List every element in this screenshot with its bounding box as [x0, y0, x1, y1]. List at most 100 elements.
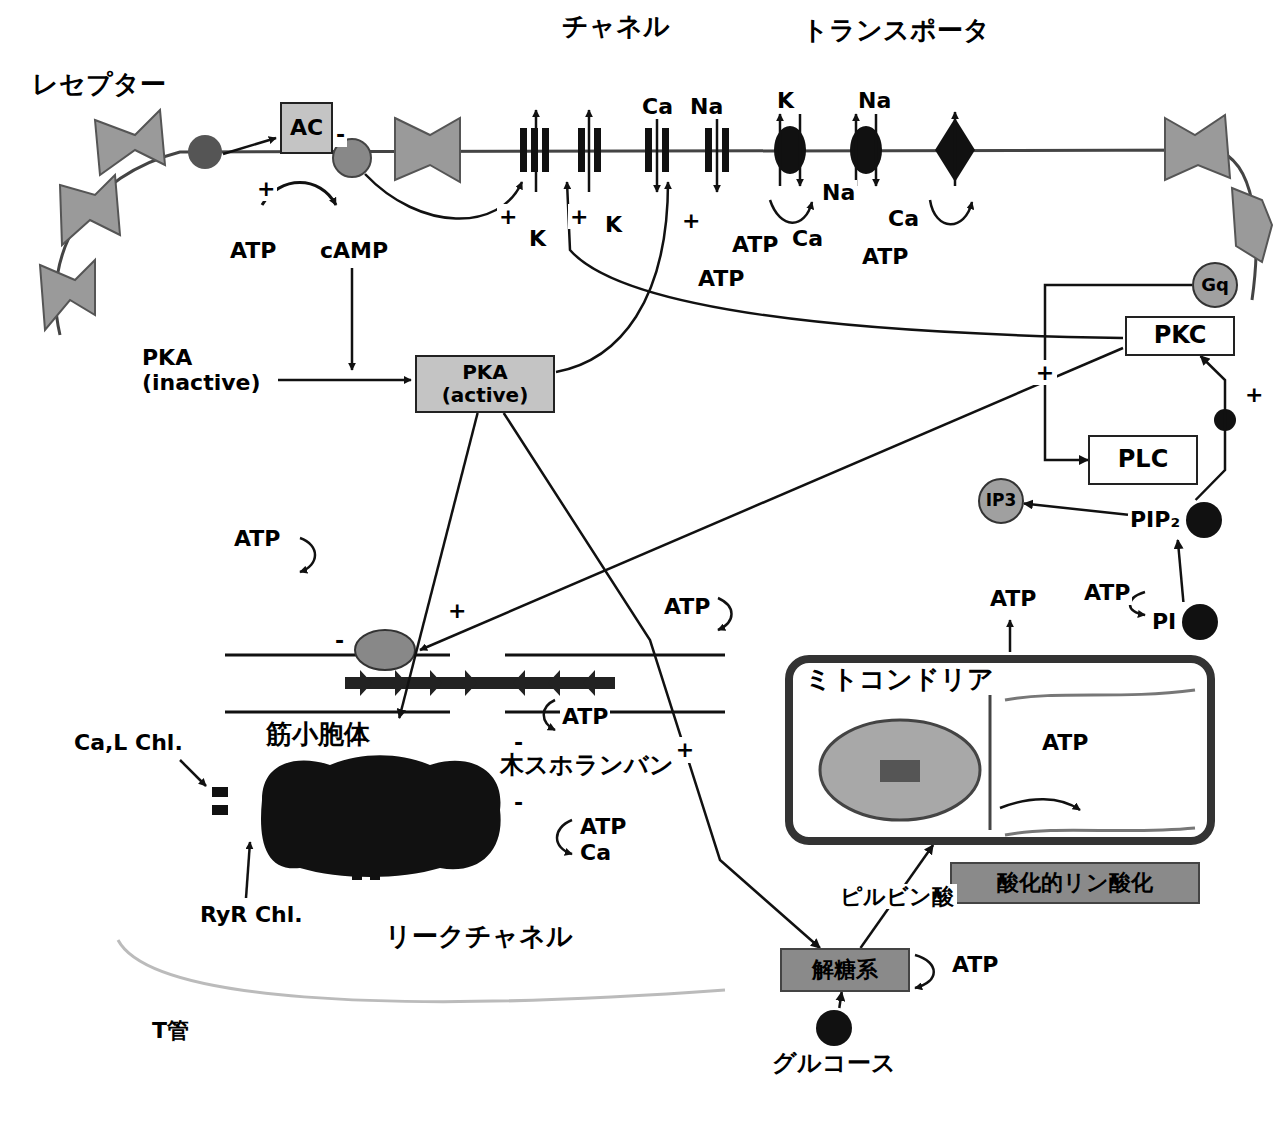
- node-text: 筋小胞体: [263, 720, 373, 750]
- node-text: PIP₂: [1130, 507, 1180, 532]
- drawing-part: [705, 128, 712, 172]
- node-text: PKA (active): [425, 361, 545, 407]
- drawing-part: [548, 670, 560, 696]
- node-shape: 筋小胞体: [255, 718, 505, 868]
- drawing-part: [557, 820, 572, 854]
- drawing-part: [261, 755, 501, 877]
- label-text: K: [603, 212, 624, 237]
- node-text: 解糖系: [812, 957, 878, 982]
- node-shape: グルコース: [770, 1008, 898, 1080]
- label-text: Ca: [886, 206, 921, 231]
- drawing-part: [188, 135, 222, 169]
- label-text: リークチャネル: [383, 922, 575, 952]
- edge-label: +: [673, 737, 697, 762]
- node-text: IP3: [986, 491, 1017, 511]
- drawing-part: [1000, 799, 1080, 810]
- drawing-part: [1009, 620, 1012, 652]
- label-text: +: [446, 598, 468, 623]
- connector: [1024, 504, 1128, 515]
- node-text: 酸化的リン酸化: [997, 870, 1153, 895]
- label-text: RyR Chl.: [198, 902, 305, 927]
- node-shape: PIP₂: [1128, 500, 1224, 540]
- drawing-part: [718, 598, 732, 630]
- drawing-part: [799, 114, 802, 186]
- label-text: +: [568, 204, 590, 229]
- node-shape: IP3: [978, 478, 1024, 524]
- drawing-part: [880, 760, 920, 782]
- node-shape: PI: [1150, 602, 1220, 642]
- node-text: Gq: [1201, 275, 1229, 296]
- label-text: T管: [150, 1018, 191, 1043]
- drawing-part: [360, 670, 372, 696]
- label-text: ATP: [950, 952, 1000, 977]
- drawing-part: [225, 655, 725, 712]
- drawing-part: [60, 175, 120, 245]
- label-text: レセプター: [30, 70, 168, 100]
- node-shape: Gq: [1192, 262, 1238, 308]
- drawing-part: [567, 182, 1123, 338]
- drawing-part: [954, 112, 957, 186]
- drawing-part: [246, 842, 250, 898]
- label-text: ATP: [662, 594, 712, 619]
- drawing-part: [430, 670, 442, 696]
- drawing-part: [855, 114, 858, 186]
- label-text: チャネル: [560, 12, 672, 42]
- drawing-part: [505, 654, 725, 657]
- drawing-part: [542, 128, 549, 172]
- connector: [1045, 285, 1192, 460]
- drawing-part: [662, 128, 669, 172]
- label-text: ATP: [696, 266, 746, 291]
- label-text: ATP: [1040, 730, 1090, 755]
- label-text: Na: [688, 94, 725, 119]
- drawing-part: [345, 677, 615, 689]
- drawing-part: [513, 670, 525, 696]
- marker-dot: [1186, 502, 1222, 538]
- drawing-part: [594, 128, 601, 172]
- drawing-part: [645, 128, 652, 172]
- label-text: ATP: [560, 704, 610, 729]
- label-text: ATP: [730, 232, 780, 257]
- label-text: +: [497, 204, 519, 229]
- drawing-part: [212, 805, 228, 815]
- drawing-part: [1005, 690, 1195, 700]
- drawing-part: [930, 200, 972, 224]
- node-shape: 酸化的リン酸化: [950, 862, 1200, 904]
- drawing-part: [352, 866, 362, 880]
- node-shape: PLC: [1088, 435, 1198, 485]
- label-text: ATP: [578, 814, 628, 839]
- drawing-part: [1165, 115, 1230, 180]
- marker-dot: [1182, 604, 1218, 640]
- drawing-part: [225, 711, 450, 714]
- label-text: Ca: [640, 94, 675, 119]
- drawing-part: [278, 379, 411, 382]
- drawing-part: [544, 700, 555, 730]
- label-text: Ca,L Chl.: [72, 730, 185, 755]
- connector: [504, 413, 820, 948]
- drawing-part: [351, 268, 354, 370]
- drawing-part: [212, 787, 228, 797]
- connector: [839, 992, 841, 1008]
- label-text: ATP: [860, 244, 910, 269]
- drawing-part: [505, 711, 725, 714]
- label-text: K: [775, 88, 796, 113]
- label-text: -: [334, 122, 347, 147]
- drawing-part: [420, 348, 1123, 650]
- drawing-part: [465, 670, 477, 696]
- drawing-part: [1005, 828, 1195, 835]
- drawing-part: [535, 110, 538, 192]
- label-text: Na: [856, 88, 893, 113]
- drawing-part: [300, 538, 315, 572]
- node-text: PI: [1152, 609, 1176, 634]
- drawing-part: [223, 138, 276, 154]
- label-text: ATP: [988, 586, 1038, 611]
- label-text: -: [512, 790, 525, 815]
- drawing-part: [656, 110, 659, 192]
- node-text: PLC: [1118, 446, 1169, 474]
- drawing-part: [1232, 188, 1272, 262]
- label-text: トランスポータ: [800, 16, 992, 46]
- drawing-part: [180, 760, 206, 786]
- drawing-part: [355, 630, 415, 670]
